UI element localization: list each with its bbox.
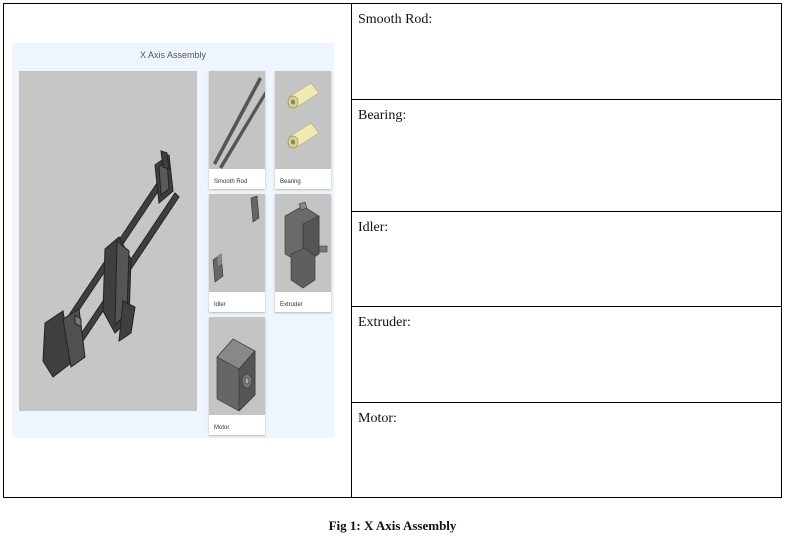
row-label: Motor:: [358, 411, 397, 426]
part-label: Smooth Rod: [214, 179, 248, 185]
figure-caption: Fig 1: X Axis Assembly: [328, 518, 457, 533]
part-label: Idler: [214, 302, 226, 308]
part-card-extruder: Extruder: [275, 194, 331, 312]
part-card-idler: Idler: [209, 194, 265, 312]
row-smooth-rod: Smooth Rod:: [352, 4, 781, 100]
row-bearing: Bearing:: [352, 100, 781, 212]
row-extruder: Extruder:: [352, 307, 781, 403]
x-axis-assembly-icon: [42, 150, 180, 378]
row-motor: Motor:: [352, 403, 781, 497]
part-card-smooth-rod: Smooth Rod: [209, 71, 265, 189]
row-label: Smooth Rod:: [358, 12, 433, 27]
bearing-icon: [287, 82, 320, 149]
motor-icon: [216, 338, 256, 412]
row-label: Extruder:: [358, 315, 411, 330]
row-label: Idler:: [358, 220, 389, 235]
label-column: Smooth Rod: Bearing: Idler: Extruder: Mo…: [352, 4, 781, 497]
part-label: Extruder: [280, 302, 303, 308]
part-card-motor: Motor: [209, 317, 265, 435]
assembly-table: X Axis Assembly: [3, 3, 782, 498]
assembly-main-view: [19, 71, 197, 411]
part-card-bearing: Bearing: [275, 71, 331, 189]
idler-icon: [212, 195, 260, 283]
assembly-figure: X Axis Assembly: [12, 43, 334, 438]
part-label: Bearing: [280, 179, 301, 185]
smooth-rod-icon: [213, 77, 265, 169]
extruder-icon: [284, 201, 328, 289]
part-label: Motor: [214, 425, 230, 431]
figure-cell: X Axis Assembly: [4, 4, 352, 497]
row-idler: Idler:: [352, 212, 781, 307]
figure-title: X Axis Assembly: [139, 50, 207, 60]
row-label: Bearing:: [358, 108, 407, 123]
